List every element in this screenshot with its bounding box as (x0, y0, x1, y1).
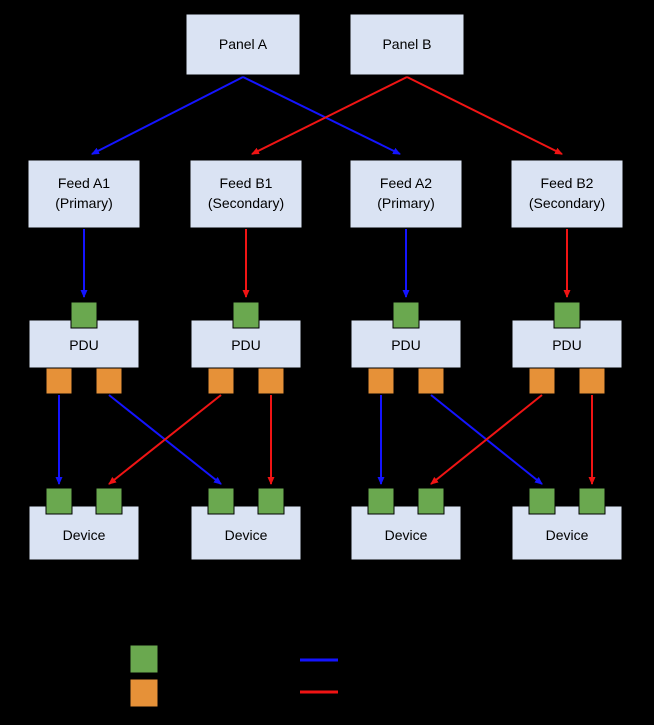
feed-b2-box (510, 159, 624, 229)
pdu2-node: PDU (190, 301, 302, 395)
panel-a-label: Panel A (219, 36, 268, 52)
edge-panel-a-to-feed-a1 (91, 76, 244, 155)
device2-input-port-right-icon (257, 487, 285, 515)
feed-a2-box (349, 159, 463, 229)
legend-orange-port-swatch-icon (129, 678, 159, 708)
pdu4-output-port-left-icon (528, 367, 556, 395)
feed-b1-node: Feed B1 (Secondary) (189, 159, 303, 229)
edge-panel-b-to-feed-b2 (406, 76, 563, 155)
device4-label: Device (546, 527, 589, 543)
edge-panel-a-to-feed-a2 (242, 76, 401, 155)
legend-green-port-swatch-icon (129, 644, 159, 674)
pdu4-output-port-right-icon (578, 367, 606, 395)
pdu1-label: PDU (69, 337, 99, 353)
pdu1-output-port-right-icon (95, 367, 123, 395)
panel-a-node: Panel A (185, 13, 301, 76)
device1-node: Device (28, 487, 140, 561)
pdu3-node: PDU (350, 301, 462, 395)
feed-b2-name: Feed B2 (541, 175, 594, 191)
feed-a2-name: Feed A2 (380, 175, 432, 191)
feed-b1-box (189, 159, 303, 229)
feed-a1-box (27, 159, 141, 229)
device2-box (190, 505, 302, 561)
feed-a1-role: (Primary) (55, 195, 113, 211)
pdu3-output-port-right-icon (417, 367, 445, 395)
feed-a1-name: Feed A1 (58, 175, 110, 191)
device1-box (28, 505, 140, 561)
panel-b-box (349, 13, 465, 76)
pdu2-output-port-left-icon (207, 367, 235, 395)
edge-panel-b-to-feed-b1 (251, 76, 408, 155)
device3-box (350, 505, 462, 561)
device3-node: Device (350, 487, 462, 561)
legend (129, 644, 338, 708)
device1-label: Device (63, 527, 106, 543)
edge-pdu4-left-to-device3-right (430, 394, 543, 485)
feed-b1-role: (Secondary) (208, 195, 284, 211)
device3-input-port-right-icon (417, 487, 445, 515)
feed-b1-name: Feed B1 (220, 175, 273, 191)
device1-input-port-right-icon (95, 487, 123, 515)
pdu2-input-port-icon (232, 301, 260, 329)
pdu3-output-port-left-icon (367, 367, 395, 395)
pdu3-input-port-icon (392, 301, 420, 329)
device1-input-port-left-icon (45, 487, 73, 515)
device2-node: Device (190, 487, 302, 561)
pdu2-label: PDU (231, 337, 261, 353)
panel-b-node: Panel B (349, 13, 465, 76)
panel-a-box (185, 13, 301, 76)
feed-a1-node: Feed A1 (Primary) (27, 159, 141, 229)
pdu4-input-port-icon (553, 301, 581, 329)
feed-a2-node: Feed A2 (Primary) (349, 159, 463, 229)
device3-label: Device (385, 527, 428, 543)
pdu2-output-port-right-icon (257, 367, 285, 395)
pdu1-node: PDU (28, 301, 140, 395)
pdu4-label: PDU (552, 337, 582, 353)
device4-node: Device (511, 487, 623, 561)
device4-box (511, 505, 623, 561)
pdu1-input-port-icon (70, 301, 98, 329)
feed-b2-role: (Secondary) (529, 195, 605, 211)
edge-pdu2-left-to-device1-right (108, 394, 222, 485)
device2-input-port-left-icon (207, 487, 235, 515)
pdu3-label: PDU (391, 337, 421, 353)
device4-input-port-right-icon (578, 487, 606, 515)
pdu4-node: PDU (511, 301, 623, 395)
feed-a2-role: (Primary) (377, 195, 435, 211)
device2-label: Device (225, 527, 268, 543)
feed-b2-node: Feed B2 (Secondary) (510, 159, 624, 229)
device3-input-port-left-icon (367, 487, 395, 515)
device4-input-port-left-icon (528, 487, 556, 515)
pdu1-output-port-left-icon (45, 367, 73, 395)
panel-b-label: Panel B (382, 36, 431, 52)
